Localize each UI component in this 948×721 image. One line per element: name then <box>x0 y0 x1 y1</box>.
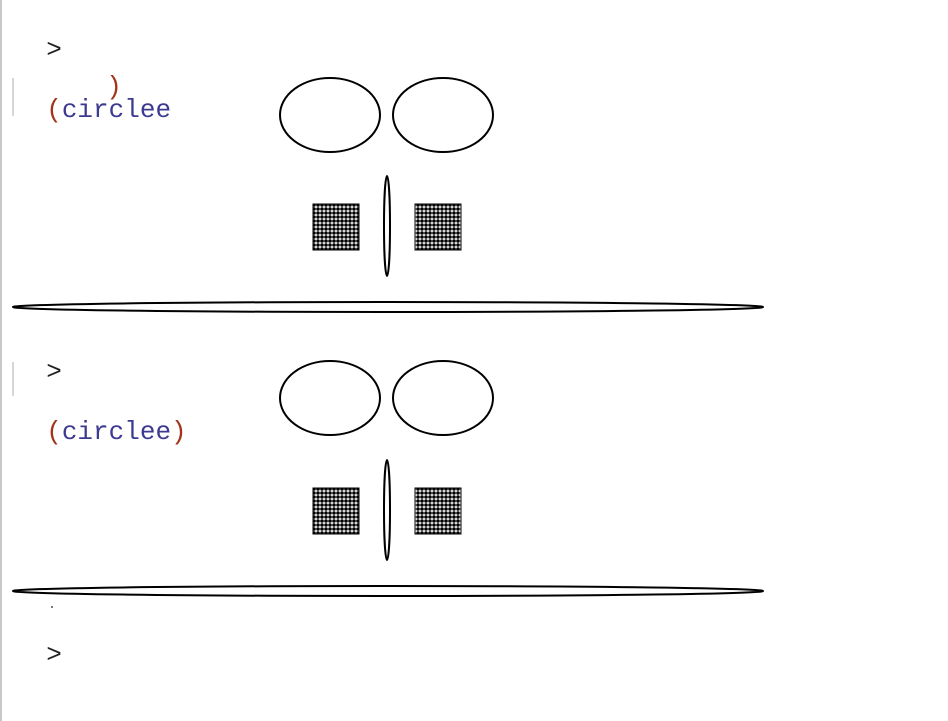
prompt-symbol: > <box>46 640 62 670</box>
window-left-border <box>0 0 2 721</box>
left-cheek <box>312 487 360 535</box>
face-picture-output-2 <box>12 359 764 599</box>
left-cheek <box>312 203 360 251</box>
nose <box>383 175 391 277</box>
prompt-symbol: > <box>46 357 62 387</box>
face-picture-output-1 <box>12 75 764 315</box>
nose <box>383 459 391 561</box>
repl-input-line-2[interactable]: > (circlee) <box>15 327 187 447</box>
repl-input-line-1[interactable]: > (circlee <box>15 5 171 125</box>
repl-input-line-current[interactable]: > <box>15 610 62 670</box>
expression-identifier: circlee <box>61 417 172 447</box>
output-gutter-mark <box>12 78 14 116</box>
left-eye <box>279 360 381 436</box>
right-eye <box>392 360 494 436</box>
close-paren: ) <box>171 417 187 447</box>
prompt-symbol: > <box>46 35 62 65</box>
open-paren: ( <box>46 95 62 125</box>
right-eye <box>392 77 494 153</box>
right-cheek <box>414 487 462 535</box>
output-gutter-mark <box>12 362 14 396</box>
mouth <box>12 301 764 313</box>
repl-input-continuation[interactable]: ) <box>75 42 122 102</box>
previous-output-text: · · · ·· ·· · ·· · · · · · · <box>71 1 740 6</box>
expression-identifier: circlee <box>61 95 172 125</box>
previous-output-fragment: · · · ·· ·· · ·· · · · · · · <box>40 0 740 6</box>
text-cursor <box>51 606 53 608</box>
mouth <box>12 585 764 597</box>
open-paren: ( <box>46 417 62 447</box>
left-eye <box>279 77 381 153</box>
right-cheek <box>414 203 462 251</box>
close-paren: ) <box>106 72 122 102</box>
